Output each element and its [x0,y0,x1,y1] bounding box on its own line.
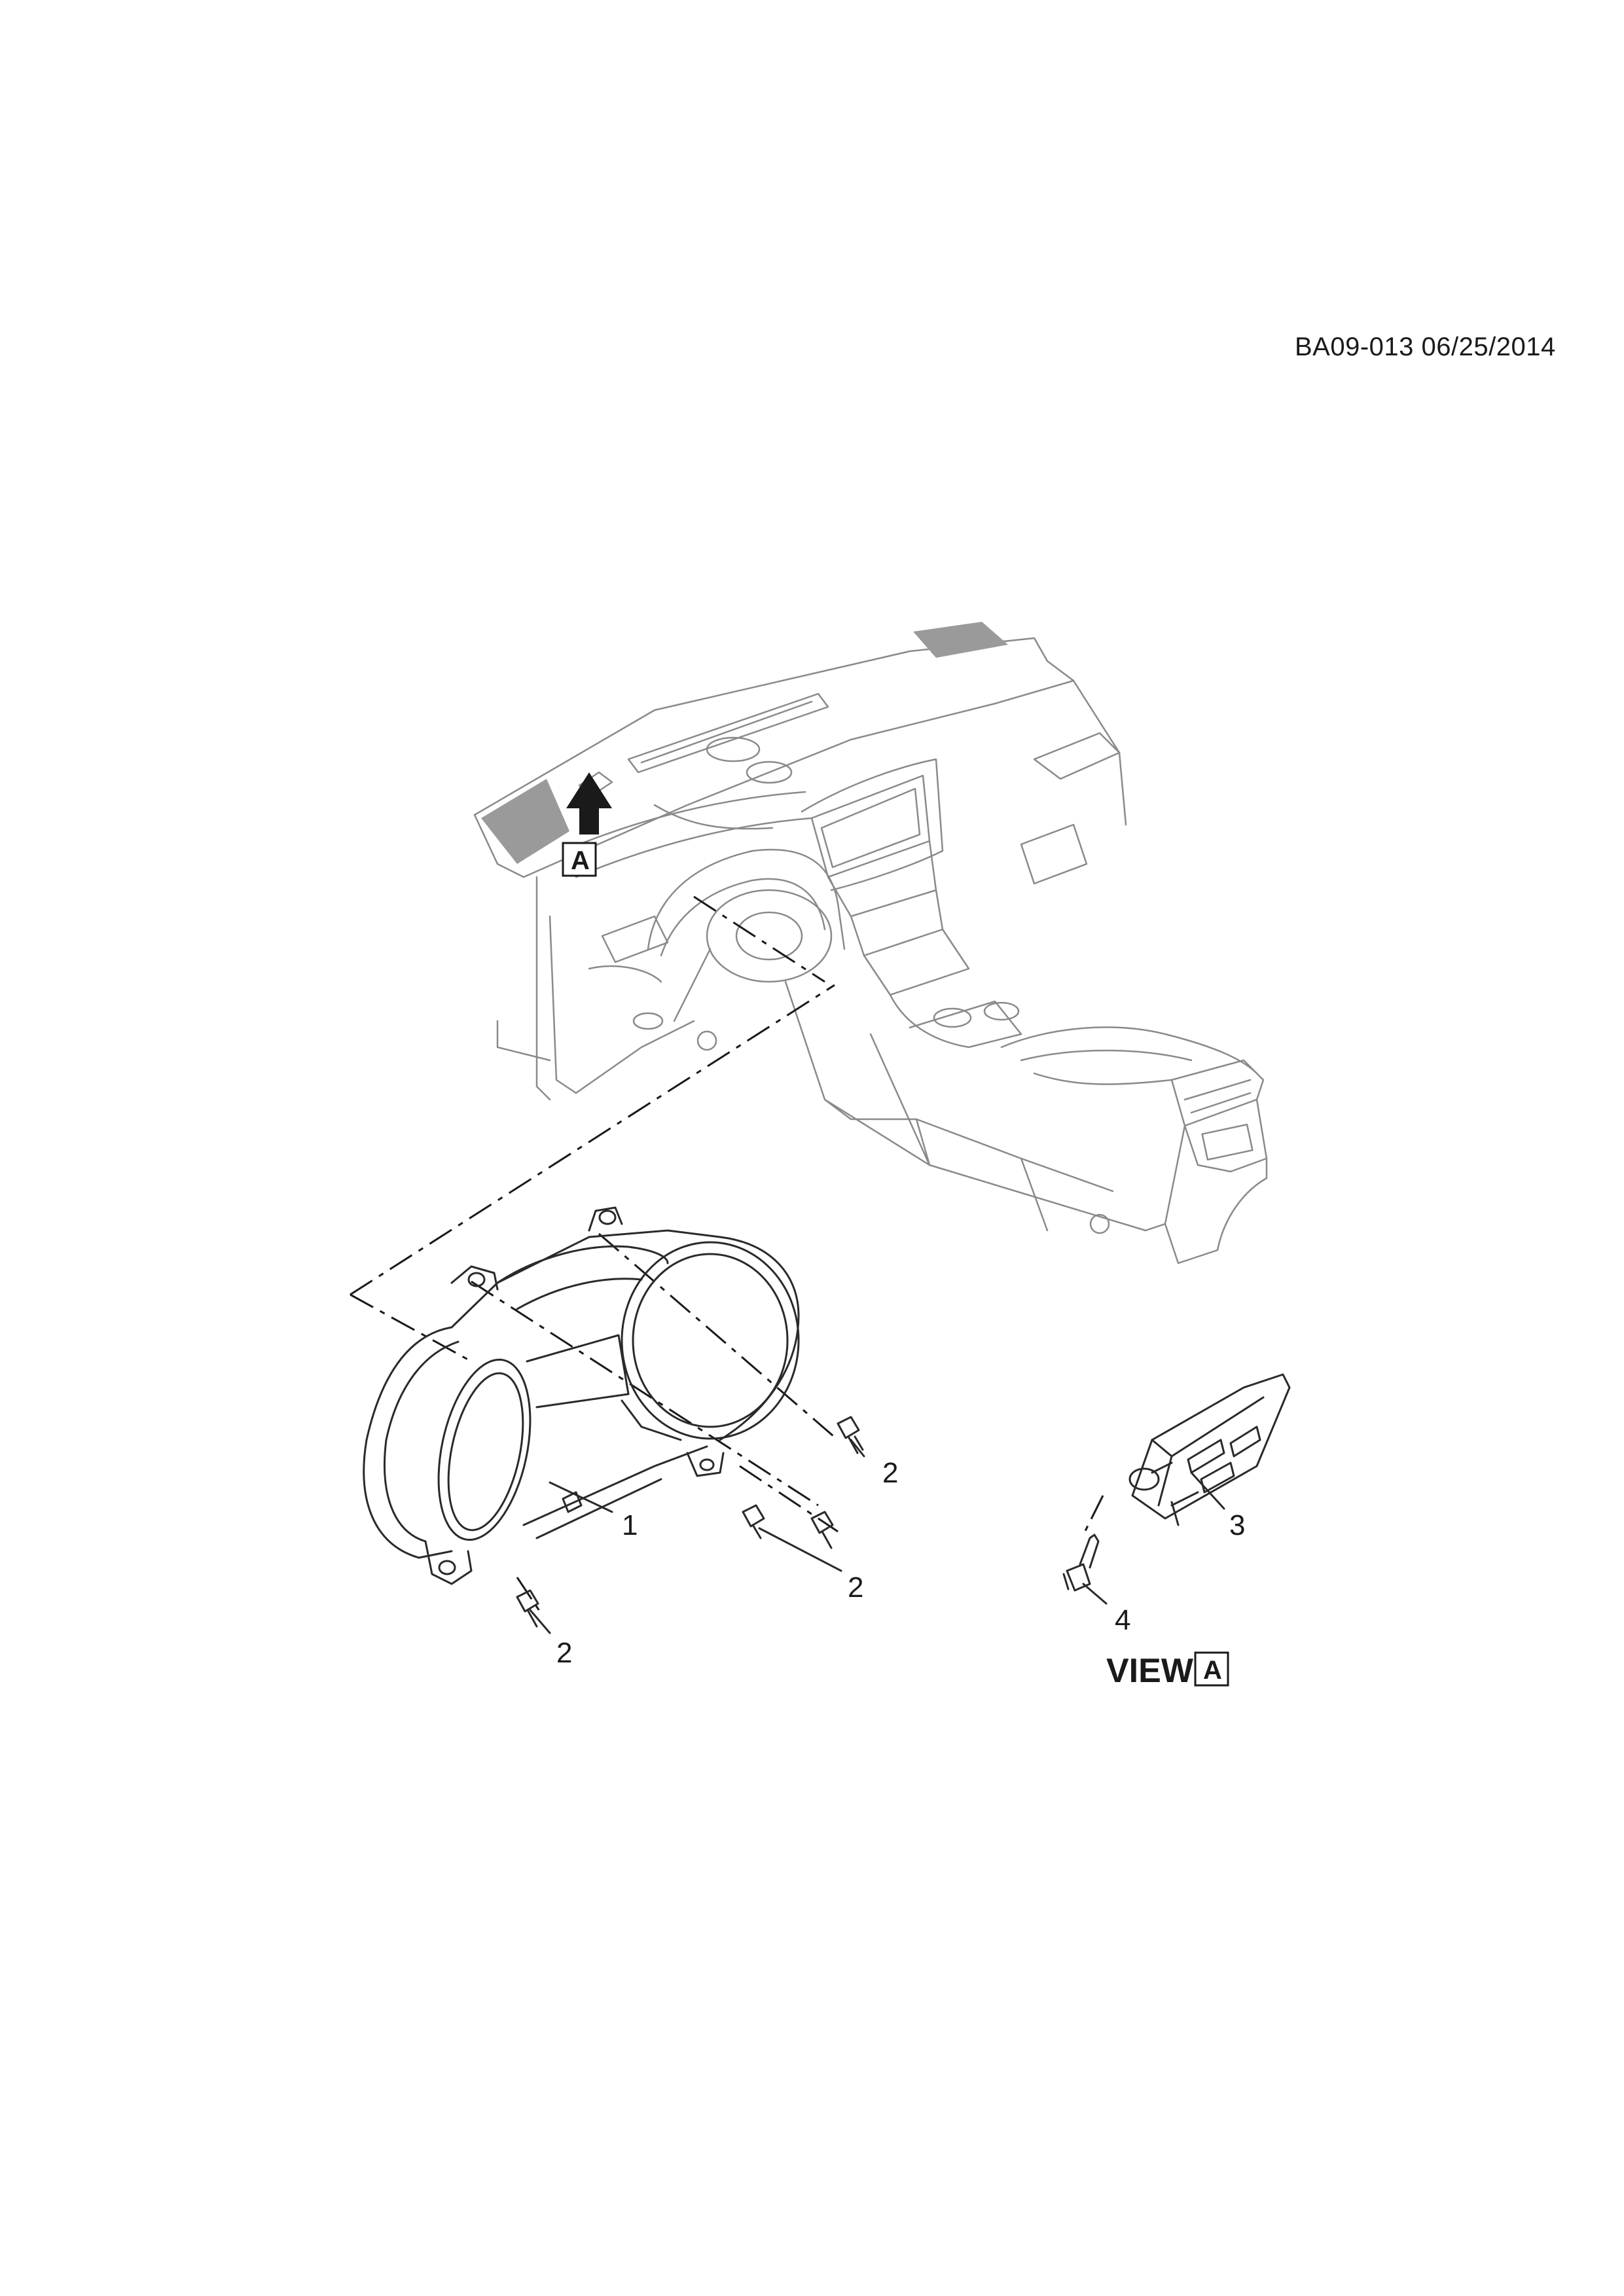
part-1-cluster-bezel [363,1206,800,1585]
callout-3: 3 [1229,1509,1245,1541]
view-a-pointer: A [562,772,612,877]
screw-lower [516,1589,539,1628]
projection-lines [350,895,1104,1617]
screw-upper-right [837,1416,864,1454]
view-a-box [562,842,597,877]
part-2-screws [516,1416,864,1628]
view-label-box [1194,1651,1229,1687]
reference-code: BA09-013 06/25/2014 [1295,332,1556,361]
right-shaded-area [913,622,1008,658]
callout-1: 1 [622,1509,638,1541]
view-title: VIEW [1106,1652,1194,1690]
leader-lines [529,1439,1225,1634]
callout-4: 4 [1115,1604,1130,1636]
callout-2-middle: 2 [848,1571,863,1604]
callout-2-lower: 2 [556,1637,572,1669]
screw-middle-right [810,1511,834,1549]
left-shaded-area [481,779,569,864]
callout-2-upper: 2 [882,1457,898,1489]
part-4-screw [1062,1534,1100,1592]
view-a-letter: A [571,846,590,875]
instrument-panel-assembly [473,622,1268,1265]
view-label-letter: A [1203,1656,1222,1685]
screw-middle-left [742,1504,765,1539]
arrow-up-icon [566,772,612,834]
part-3-switch-module [1128,1373,1291,1526]
view-a-label: VIEW A [1106,1651,1229,1690]
